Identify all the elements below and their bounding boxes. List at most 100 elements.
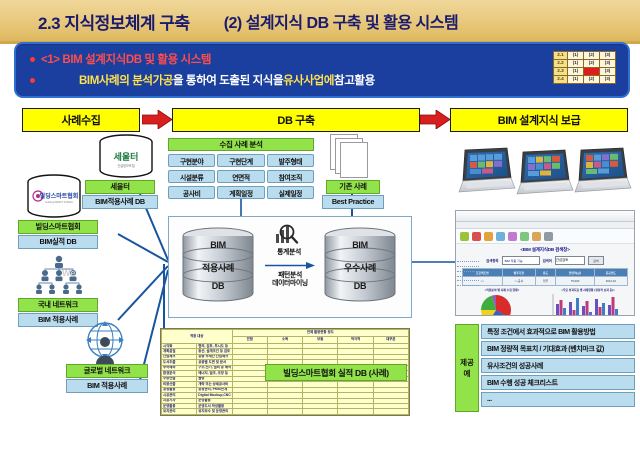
svg-text:세울터: 세울터 [114,151,139,162]
nav-cell[interactable]: (1) [567,75,584,84]
chart-icon[interactable] [508,231,517,241]
th-sub: 안함 [231,336,268,344]
nav-cell[interactable]: (2) [583,75,600,84]
analysis-cell: 연면적 [217,170,265,183]
cell-target: 유지관리 [161,408,198,415]
pie-chart-block: <적용분야 별 사례 수집 현황> [461,288,543,315]
home-icon[interactable] [460,231,469,241]
nav-cell[interactable]: (2) [583,59,600,68]
db-right-line3: DB [353,281,367,291]
analysis-cell: 공사비 [168,186,216,199]
search-category-select[interactable]: BIM 적용 기능 [501,256,540,265]
nav-row[interactable]: 2.4 (1) (2) (3) [553,75,616,84]
bullet-panel: <1> BIM 설계지식DB 및 활용 시스템 BIM사례의 분석가공 을 통하… [14,42,630,98]
svg-text:buildingSMART KOREA: buildingSMART KOREA [45,200,73,204]
source-label-3: 국내 네트워크 [18,298,98,312]
db-left-line2: 적용사례 [202,263,234,273]
analysis-cell: 실제일정 [266,186,314,199]
charts-row: <적용분야 별 사례 수집 현황> <주요 성과지표 별 사례현황 (정량적 효… [461,288,629,315]
source-db-3: BIM 적용사례 [18,313,98,327]
bar-chart-caption: <주요 성과지표 별 사례현황 (정량적 효과 등)> [561,288,615,292]
results-th: 발주기관 [501,268,536,277]
cell-blank [372,408,409,415]
bim-best-db-cylinder: BIM 우수사례 DB [321,227,399,305]
bullet-item-1: <1> BIM 설계지식DB 및 활용 시스템 [30,51,211,67]
folder-icon[interactable] [472,231,481,241]
nav-cell[interactable]: (1) [567,67,584,76]
laptop-tablet-icons [458,147,632,195]
section-nav-matrix[interactable]: 2.1 (1) (2) (3) 2.2 (1) (2) (3) 2.3 (1) … [553,51,616,84]
pie-chart-caption: <적용분야 별 사례 수집 현황> [484,288,520,292]
search-chart-icon [276,224,299,244]
app-sidebar-links[interactable] [457,257,479,287]
bullet-item-2-part-a: BIM사례의 분석가공 [79,75,173,87]
sidebar-link[interactable] [457,262,479,267]
search-keyword-input[interactable]: 간섭검토 [554,256,585,265]
sidebar-link[interactable] [457,281,479,287]
page-subtitle: (2) 설계지식 DB 구축 및 활용 시스템 [223,15,459,32]
nav-row[interactable]: 2.1 (1) (2) (3) [553,51,616,60]
export-icon[interactable] [520,231,529,241]
nav-cell[interactable]: (3) [599,67,616,76]
pie-chart-icon [480,295,511,315]
nav-cell[interactable]: (3) [599,59,616,68]
provide-item-list: 특정 조건에서 효과적으로 BIM 활용방법 BIM 정량적 목표치 / 기대효… [481,324,635,409]
sidebar-link[interactable] [457,257,479,262]
source-label-2: 빌딩스마트협회 [18,220,98,234]
device-illustration-group [455,146,635,208]
results-th: 준공연도 [593,268,629,277]
search-form[interactable]: 검색항목 BIM 적용 기능 검색어 간섭검토 검색 [456,256,634,265]
print-icon[interactable] [496,231,505,241]
analysis-grid-row: 구현분야 구현단계 발주형태 [168,154,314,167]
sidebar-link[interactable] [457,277,479,282]
table-header-row: 적용 대상 전체 활용현황 정도 [161,329,409,344]
results-header-row: 프로젝트명 발주기관 용도 연면적(㎡) 준공연도 [462,268,629,277]
analysis-grid-header: 수집 사례 분석 [168,138,314,151]
sidebar-link[interactable] [457,267,479,272]
bullet-item-2: BIM사례의 분석가공 을 통하여 도출된 지식을 유사사업에 참고활용 [30,72,375,88]
results-row[interactable]: ○○ ○○공사 업무 75,000 2013-01 [462,276,629,286]
provide-label-line1: 제공 [460,357,474,367]
existing-cases-label: 기존 사례 [326,180,380,194]
app-toolbar[interactable] [456,229,634,244]
browser-titlebar [456,211,634,222]
help-icon[interactable] [544,231,553,241]
provide-item: 특정 조건에서 효과적으로 BIM 활용방법 [481,324,635,339]
provide-item: ... [481,392,635,407]
nav-cell[interactable]: (2) [583,51,600,60]
flow-arrow-icon-2 [420,110,450,129]
nav-row[interactable]: 2.3 (1) (2) (3) [553,67,616,76]
settings-icon[interactable] [532,231,541,241]
stat-analysis-label: 통계분석 [277,249,301,256]
search-results-table: 프로젝트명 발주기관 용도 연면적(㎡) 준공연도 ○○ ○○공사 업무 75,… [462,268,629,286]
svg-text:We: We [62,268,75,278]
th-group: 전체 활용현황 정도 [231,329,409,337]
nav-cell[interactable]: (3) [599,75,616,84]
flow-arrow-icon-1 [142,110,172,129]
center-flow-arrow-icon [265,262,315,269]
diagram-canvas: 세울터 건설정보포털 세울터 BIM적용사례 DB 빌딩스마트협회 buildi… [0,132,640,453]
analysis-grid-row: 시설분류 연면적 참여조직 [168,170,314,183]
th-sub: 적극적 [337,336,374,344]
title-row: 2.3 지식정보체계 구축 (2) 설계지식 DB 구축 및 활용 시스템 [0,4,640,38]
analysis-cell: 발주형태 [266,154,314,167]
center-db-panel: BIM 적용사례 DB 통계분석 패턴분석 데이터마이닝 [168,216,412,318]
nav-cell[interactable]: (3) [599,51,616,60]
flow-step-collect: 사례수집 [22,108,140,132]
save-icon[interactable] [484,231,493,241]
search-button[interactable]: 검색 [587,256,604,265]
bim-knowledge-search-app[interactable]: <BIM 설계지식DB 검색창> 검색항목 BIM 적용 기능 검색어 간섭검토… [455,210,635,316]
pattern-analysis-label: 패턴분석 데이터마이닝 [272,272,308,288]
analysis-cell: 계획일정 [217,186,265,199]
sidebar-link[interactable] [457,272,479,277]
nav-cell-active[interactable]: (2) [583,67,600,76]
cell-blank [231,408,268,415]
db-left-line3: DB [211,281,225,291]
nav-cell[interactable]: (1) [567,51,584,60]
nav-cell[interactable]: (1) [567,59,584,68]
globe-person-icon [80,318,130,371]
nav-row[interactable]: 2.2 (1) (2) (3) [553,59,616,68]
